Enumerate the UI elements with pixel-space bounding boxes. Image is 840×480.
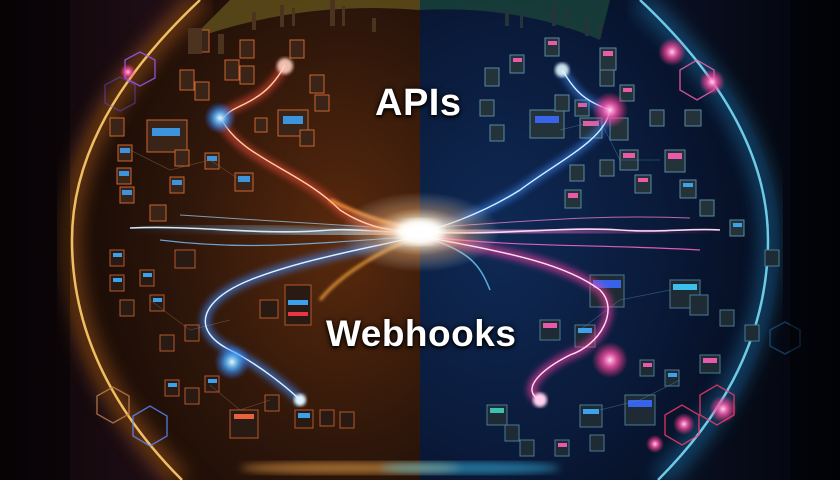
server-nodes-left — [109, 0, 376, 439]
apis-label: APIs — [375, 82, 462, 124]
webhooks-label: Webhooks — [326, 313, 517, 354]
pink-signal-rings — [120, 38, 737, 453]
